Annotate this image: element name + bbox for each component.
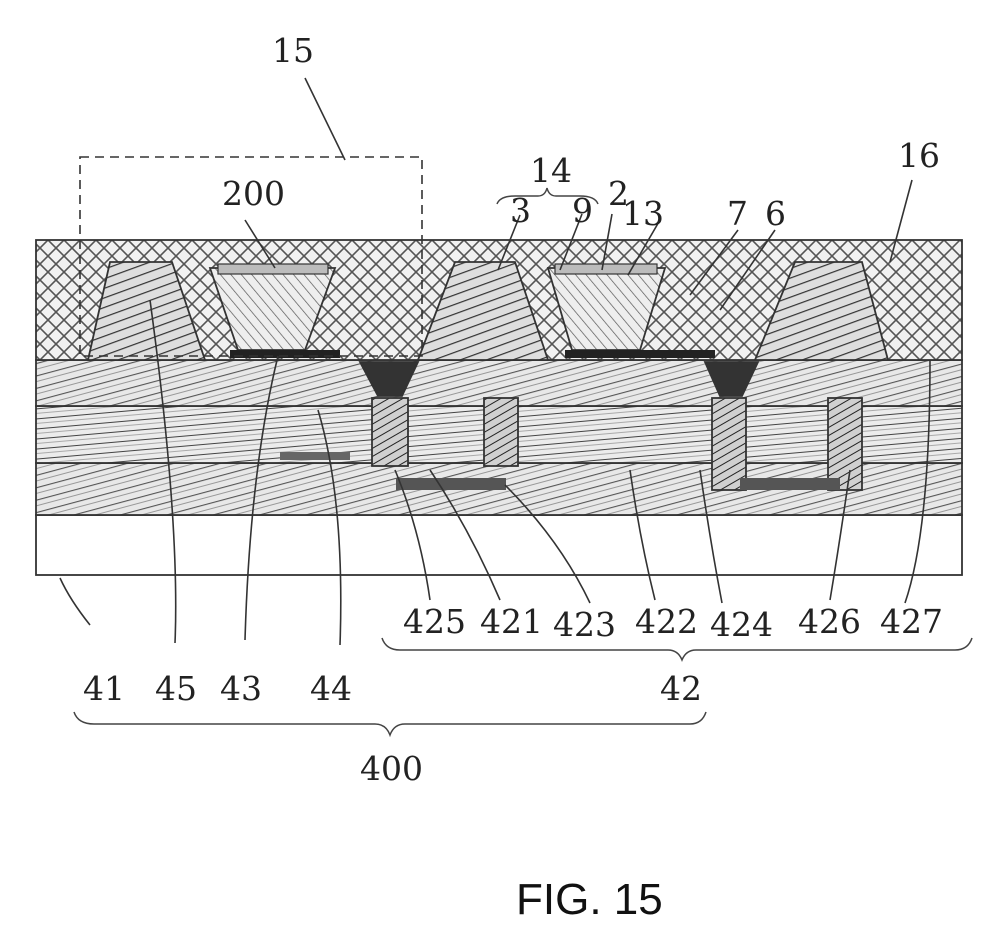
label-15: 15 <box>272 31 314 70</box>
label-45: 45 <box>155 669 197 708</box>
label-43: 43 <box>220 669 262 708</box>
cup-top-right <box>555 264 657 274</box>
plug-1 <box>372 398 408 466</box>
label-44: 44 <box>310 669 352 708</box>
label-3: 3 <box>510 191 531 230</box>
label-424: 424 <box>710 605 773 644</box>
label-425: 425 <box>403 602 466 641</box>
gate-bar-2 <box>740 478 840 490</box>
label-200: 200 <box>222 174 285 213</box>
figure-caption: FIG. 15 <box>516 875 663 924</box>
label-6: 6 <box>765 194 786 233</box>
label-42: 42 <box>660 669 702 708</box>
label-14: 14 <box>530 151 572 190</box>
label-16: 16 <box>898 136 940 175</box>
label-423: 423 <box>553 605 616 644</box>
plug-2 <box>484 398 518 466</box>
brace-400 <box>74 712 706 735</box>
label-41: 41 <box>83 669 125 708</box>
label-422: 422 <box>635 602 698 641</box>
gate-bar-1 <box>396 478 506 490</box>
label-9: 9 <box>572 191 593 230</box>
label-427: 427 <box>880 602 943 641</box>
plug-4 <box>828 398 862 490</box>
label-13: 13 <box>622 194 664 233</box>
label-7: 7 <box>727 194 748 233</box>
gate-bar-3 <box>280 452 350 460</box>
label-400: 400 <box>360 749 423 788</box>
brace-42 <box>382 638 972 660</box>
electrode-right <box>565 350 715 358</box>
label-421: 421 <box>480 602 543 641</box>
plug-3 <box>712 398 746 490</box>
label-426: 426 <box>798 602 861 641</box>
